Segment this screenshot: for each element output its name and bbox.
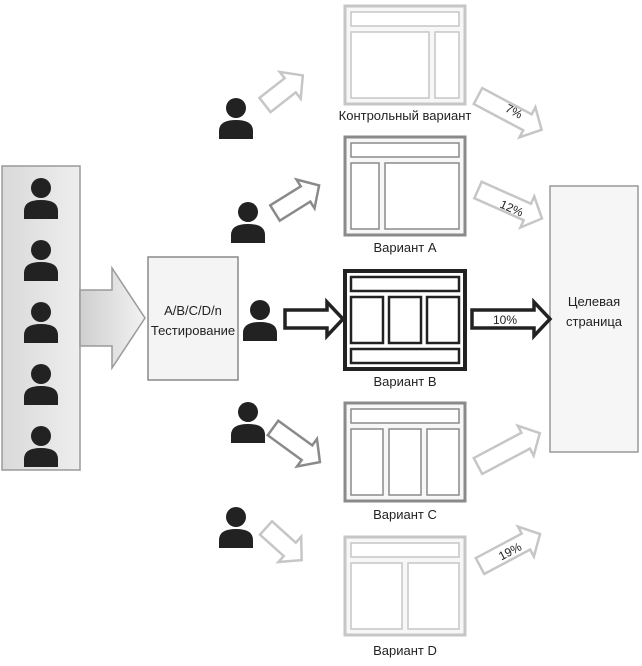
testing-box-line2: Тестирование [151,323,235,338]
variant-control-person-icon [219,98,253,139]
variant-b-conversion: 10% [493,313,517,327]
visitors-to-testing-arrow [79,265,146,371]
variant-d-out-arrow-icon [474,524,542,576]
variant-c-out-arrow-icon [472,423,542,476]
variant-b-out-arrow-icon [470,297,553,341]
variant-d-in-arrow-icon [258,519,303,564]
target-page-line2: страница [566,314,623,329]
variant-control-out-arrow-icon [472,86,544,140]
variant-b-in-arrow-icon [283,297,346,341]
target-page-line1: Целевая [568,294,620,309]
variant-a-in-arrow-icon [268,177,321,223]
variant-c-label: Вариант C [373,507,437,522]
variant-row-a: Вариант A12% [231,135,544,255]
variant-a-label: Вариант A [373,240,436,255]
testing-box-line1: A/B/C/D/n [164,303,222,318]
variant-row-d: Вариант D19% [219,507,542,658]
variant-b-wireframe [343,269,467,371]
variant-a-person-icon [231,202,265,243]
variant-row-c: Вариант C [231,401,542,522]
variant-c-wireframe [343,401,467,503]
target-page-box: Целевая страница [549,185,639,453]
variant-c-person-icon [231,402,265,443]
variant-a-out-arrow-icon [472,180,544,230]
variant-d-wireframe [343,535,467,637]
variant-control-label: Контрольный вариант [339,108,472,123]
variant-a-wireframe [343,135,467,237]
variant-c-in-arrow-icon [265,418,322,469]
variant-control-wireframe [343,4,467,106]
visitors-panel [1,165,81,471]
visitor-person-icon [24,302,58,343]
visitor-person-icon [24,240,58,281]
variant-control-in-arrow-icon [257,70,305,114]
visitor-person-icon [24,364,58,405]
variant-d-label: Вариант D [373,643,437,658]
variant-d-person-icon [219,507,253,548]
visitor-person-icon [24,178,58,219]
variant-row-b: Вариант B 10% [243,269,553,389]
visitor-person-icon [24,426,58,467]
variant-b-person-icon [243,300,277,341]
variant-b-label: Вариант B [373,374,436,389]
testing-box: A/B/C/D/n Тестирование [147,256,239,381]
